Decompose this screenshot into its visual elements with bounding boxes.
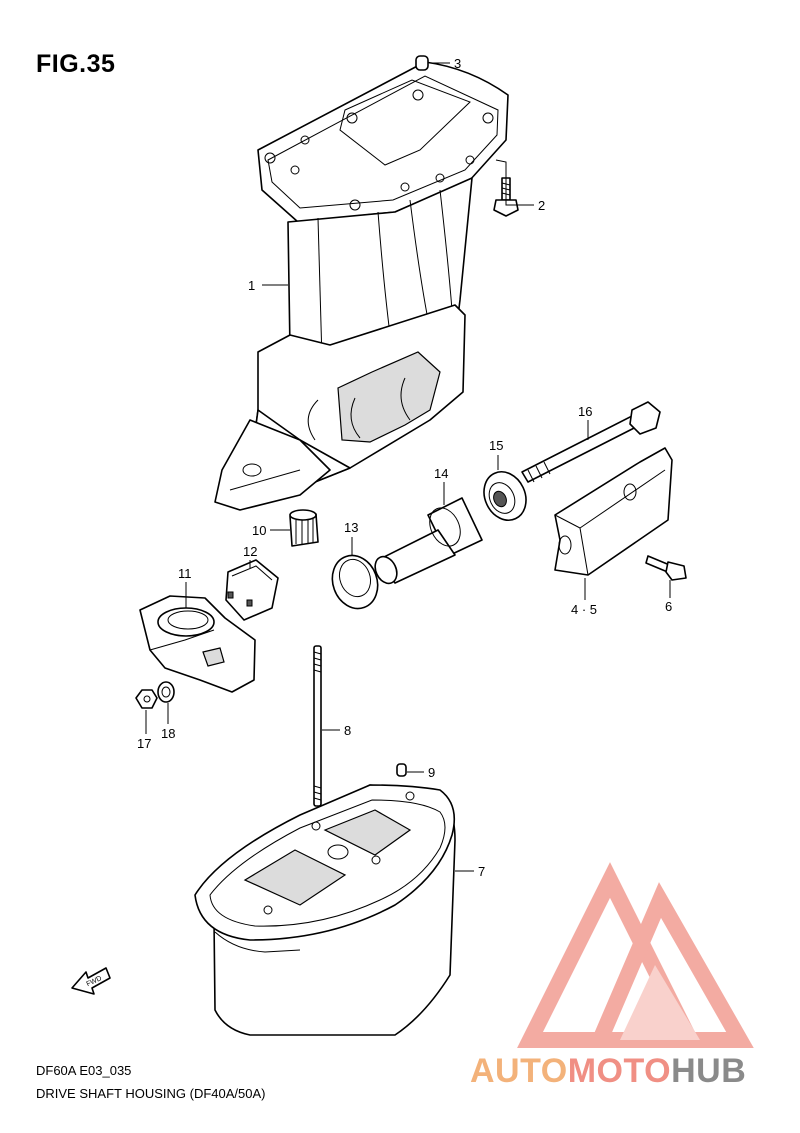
callout-16: 16 [578,404,592,419]
watermark-hub: HUB [671,1052,747,1090]
callout-2: 2 [538,198,545,213]
callout-9: 9 [428,765,435,780]
collar-part-10 [289,509,319,547]
bearing-part-15 [483,471,527,521]
lower-housing-part-7 [194,784,456,1036]
callout-18: 18 [161,726,175,741]
washer-part-18 [157,681,175,703]
figure-caption: DRIVE SHAFT HOUSING (DF40A/50A) [36,1086,266,1101]
mount-bracket-part-11 [139,595,256,693]
forward-direction-arrow: FWD [71,967,111,995]
callout-12: 12 [243,544,257,559]
callout-14: 13 [344,520,358,535]
callout-10: 10 [252,523,266,538]
cover-part-4-5 [554,447,673,576]
grommet-part-14 [331,554,379,610]
watermark-logo [517,862,754,1048]
plug-part-9 [396,763,407,777]
bracket-plate-part-12 [225,559,279,621]
callout-8: 8 [344,723,351,738]
callout-6: 6 [665,599,672,614]
plug-part-3 [415,55,429,71]
long-bolt-part-16 [521,401,661,483]
callout-15: 15 [489,438,503,453]
watermark-auto: AUTO [470,1052,568,1090]
stud-part-8 [313,645,322,807]
figure-code: DF60A E03_035 [36,1063,132,1078]
callout-3: 3 [454,56,461,71]
callout-17: 17 [137,736,151,751]
callout-7: 7 [478,864,485,879]
watermark-moto: MOTO [567,1052,672,1090]
watermark-wordmark: AUTOMOTOHUB [470,1052,746,1091]
callout-11: 11 [178,566,192,581]
bolt-part-6 [645,555,687,581]
drive-shaft-housing-part-1 [214,61,509,511]
callouts: 3 2 1 16 15 14 13 10 12 11 4 · 5 6 17 18… [137,56,672,879]
sleeve-part-13 [374,497,483,585]
callout-4-5: 4 · 5 [571,602,597,617]
callout-13: 14 [434,466,448,481]
callout-1: 1 [248,278,255,293]
nut-part-17 [135,689,158,709]
figure-title: FIG.35 [36,50,116,78]
